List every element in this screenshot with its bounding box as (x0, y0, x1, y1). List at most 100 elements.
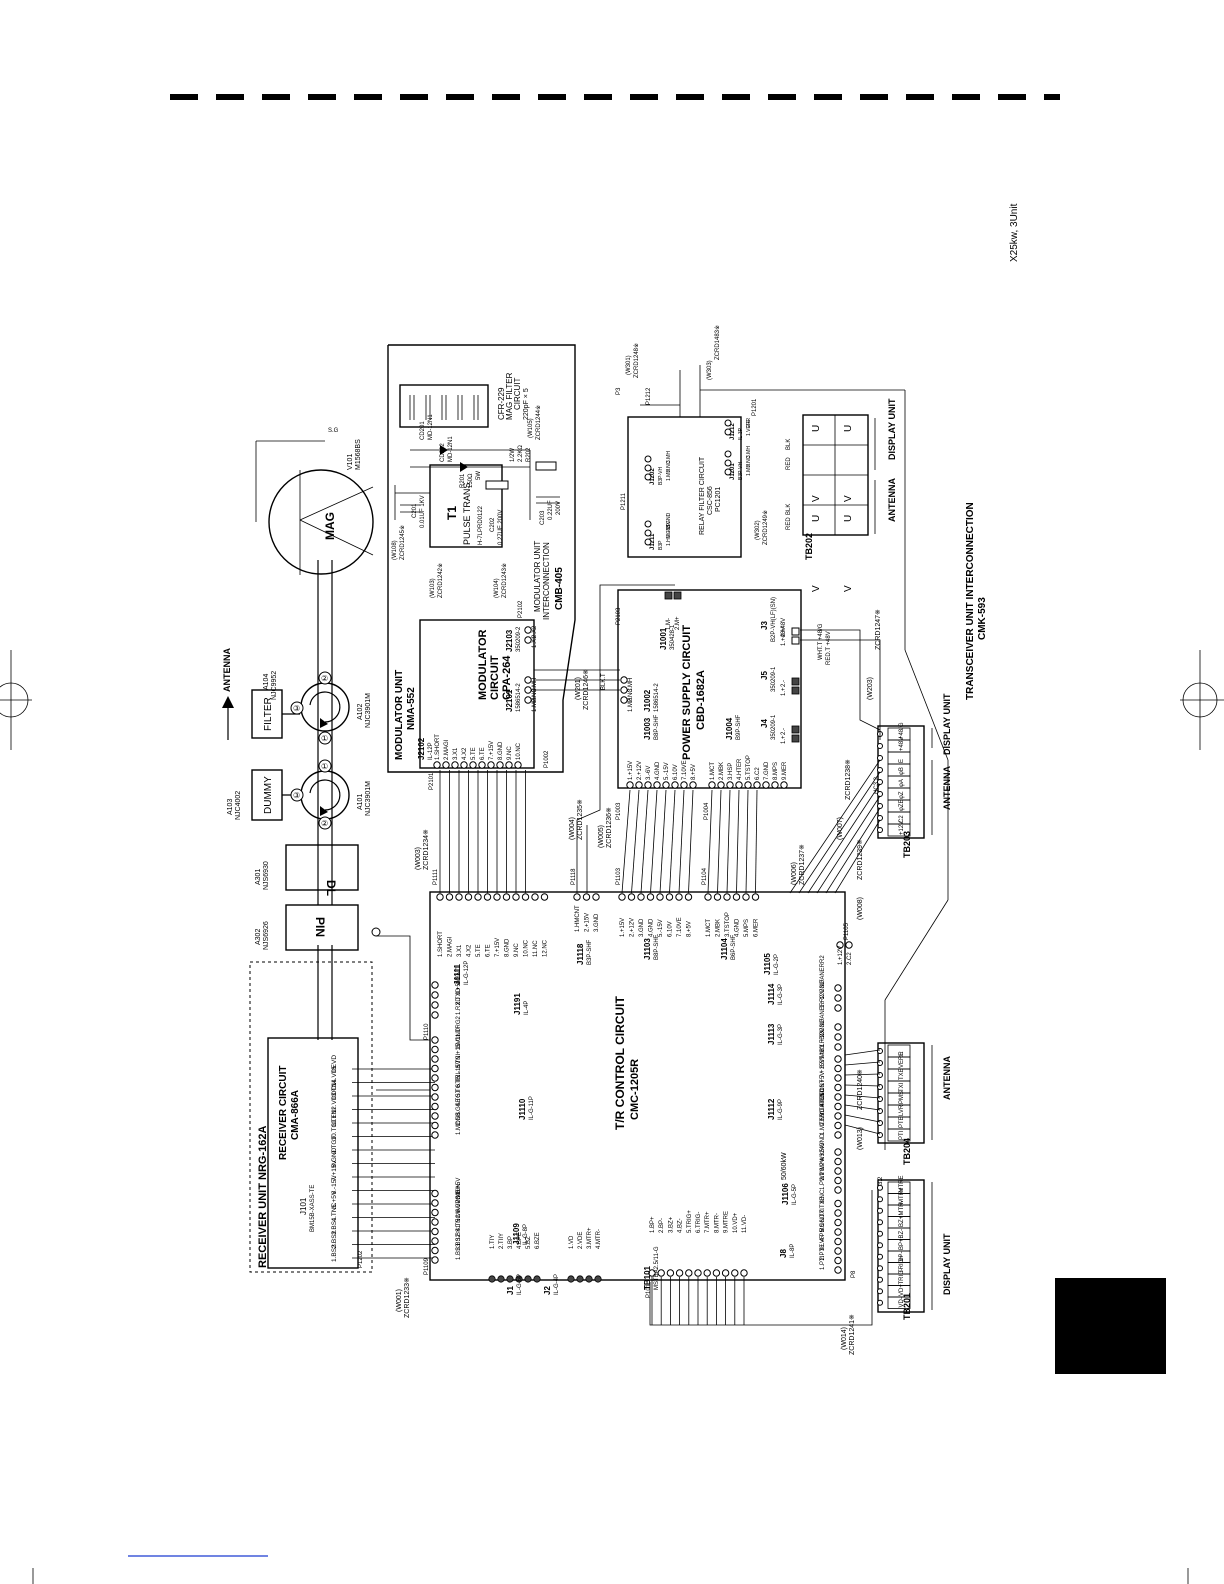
pin-label: 6.BZE (535, 1232, 541, 1249)
svg-text:ZCRD1234※: ZCRD1234※ (423, 829, 430, 870)
svg-text:ANTENNA: ANTENNA (887, 478, 897, 522)
pin (431, 1256, 439, 1264)
svg-text:200V: 200V (556, 501, 562, 515)
j1-name: J1 (506, 1286, 515, 1295)
svg-text:ZCRD1235※: ZCRD1235※ (577, 799, 584, 840)
tb201-terminal: TRIG+ (899, 1255, 905, 1273)
svg-text:ZCRD1238※: ZCRD1238※ (845, 759, 852, 800)
svg-text:CPA-264: CPA-264 (501, 655, 513, 700)
pin (431, 1131, 439, 1139)
registration-mark-right (1180, 650, 1224, 750)
j2102-pin-label: 2.MAGI (444, 739, 450, 760)
tb202-terminal: V (811, 585, 822, 592)
j1109-name: J1109 (512, 1223, 521, 1245)
j5-pin-label: 1.+ (781, 687, 787, 696)
j101-pin-label: 4.TNC (331, 1202, 338, 1221)
pin (431, 1064, 439, 1073)
pin (431, 1102, 439, 1111)
pin-label: 3.X1 (457, 944, 463, 957)
svg-text:ZCRD1237※: ZCRD1237※ (799, 844, 806, 885)
pin (524, 1275, 532, 1283)
svg-text:②: ② (321, 674, 328, 683)
pin (515, 1275, 523, 1283)
j1114-type: IL-G-3P (778, 984, 784, 1005)
svg-text:CIRCUIT: CIRCUIT (513, 377, 522, 410)
pin (506, 1275, 514, 1283)
j2103-name: J2103 (505, 629, 514, 652)
j2102-pin-label: 8.GND (498, 741, 504, 760)
j1003-pin-label: 5.-15V (664, 762, 670, 780)
tb204-terminal: LVR (899, 1104, 905, 1116)
pin-label: 11.TRG2 (456, 1015, 462, 1040)
j101-pin-label: 1.BS3 (331, 1244, 338, 1262)
tb202-terminal: V (843, 585, 854, 592)
j101-pin-label: 5.+5V (331, 1190, 338, 1208)
svg-text:(W108): (W108) (392, 540, 398, 560)
pin (731, 1269, 739, 1277)
pin (431, 981, 439, 989)
pin-label: 5.GND (820, 1213, 826, 1232)
svg-text:J101: J101 (299, 1197, 308, 1215)
j5-name: J5 (760, 671, 769, 680)
svg-text:(W004): (W004) (569, 817, 576, 840)
pin (675, 1269, 684, 1277)
j3-pin-label: 1.+48V (781, 627, 787, 646)
j1001-pin-label: 1.M- (666, 618, 672, 630)
tb204-terminal: TXI (899, 1082, 905, 1092)
pin (723, 893, 731, 901)
pin-label: 3.FANERR2 (820, 955, 826, 988)
tb201-terminal: MTR- (899, 1201, 905, 1216)
pin (483, 893, 492, 901)
tb203-terminal: +48V (899, 737, 905, 751)
svg-text:(W014): (W014) (841, 1327, 848, 1350)
pin-label: 7.-15V (456, 1060, 462, 1078)
tb201-terminal: MTRE (899, 1176, 905, 1193)
pin-label: 5.CNT (820, 1079, 826, 1097)
relay-conn-name: J1201 (730, 463, 736, 480)
svg-text:③: ③ (293, 704, 300, 713)
j3-pin-label: 2.+48V (781, 618, 787, 637)
svg-text:CBD-1682A: CBD-1682A (695, 670, 707, 730)
svg-text:CSC-856: CSC-856 (707, 486, 714, 515)
svg-text:(W301): (W301) (626, 355, 632, 375)
svg-text:ANTENNA: ANTENNA (942, 1056, 952, 1100)
relay-pin-label: 1.VERR (746, 418, 752, 436)
pin-label: 1.BS3 (456, 1243, 462, 1260)
pin (665, 893, 674, 901)
pin (834, 1157, 842, 1166)
svg-text:ZCRD1249※: ZCRD1249※ (762, 510, 769, 545)
j1001-type: 350428-1 (670, 624, 676, 650)
j5-pin-label: 2.- (781, 680, 787, 687)
svg-text:①: ① (321, 734, 328, 743)
pin-label: 3.GSE (456, 1098, 462, 1116)
j101-pin-label: 14.VDE (331, 1063, 338, 1086)
j5-type: 350209-1 (771, 666, 777, 692)
wire-color: BLK (786, 504, 792, 515)
pin-label: 1.+15V (620, 918, 626, 937)
j101-pin-label: 9.TGT (331, 1136, 338, 1154)
tb201-terminal: VD+ (899, 1284, 905, 1296)
corner-note: X25kw, 3Unit (1009, 203, 1020, 262)
j1003-name: J1003 (643, 717, 652, 740)
pin (742, 893, 750, 901)
pin-label: 5.-15V (658, 919, 664, 937)
pin-label: 7.10VE (677, 917, 683, 937)
svg-text:1/2W: 1/2W (510, 448, 516, 462)
pin-label: 2.PW2 (820, 1162, 826, 1181)
j2101-name: J2101 (505, 689, 514, 712)
pin-label: 4.BPE (517, 1232, 523, 1249)
receiver-unit: RECEIVER UNIT NRG-162A RECEIVER CIRCUIT … (249, 961, 435, 1273)
pin (474, 893, 482, 901)
svg-text:①: ① (321, 762, 328, 771)
pin (740, 1269, 748, 1277)
svg-text:H-7LPRD0122: H-7LPRD0122 (478, 505, 484, 545)
j2101-pin-label: 3.MH (532, 678, 538, 692)
pin-label: 12.NC (543, 939, 549, 957)
svg-text:RELAY FILTER CIRCUIT: RELAY FILTER CIRCUIT (699, 456, 706, 535)
j101-pin-label: 13.TNL (331, 1078, 338, 1100)
pin-label: 2.TXD (456, 987, 462, 1005)
svg-text:(W006): (W006) (791, 862, 798, 885)
tb201-block: VD-VD+TRIG-TRIG+BP-BP+BZ-BZ+MTR-MTR+MTRE… (877, 1176, 952, 1320)
j101-pin-label: 7.+15V (331, 1160, 338, 1181)
